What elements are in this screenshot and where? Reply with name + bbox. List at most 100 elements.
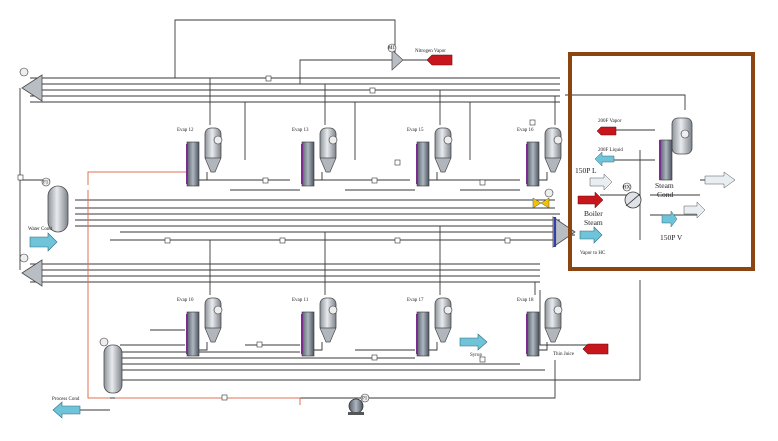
evaporator-separator — [204, 297, 222, 333]
evaporator-6[interactable]: Evap 11 — [292, 297, 338, 357]
evaporator-label: Evap 17 — [407, 298, 424, 303]
nitrogen-vapor-inlet[interactable]: Nitrogen Vapor — [415, 49, 453, 66]
evaporator-connector — [429, 172, 438, 181]
water-cond-outlet[interactable]: Water Cond — [28, 227, 58, 252]
lp-in-label: 150P L — [575, 166, 597, 175]
process-cond-label: Process Cond — [52, 397, 80, 402]
hx-id: HX — [623, 186, 631, 191]
evaporator-connector — [429, 342, 438, 351]
bottom-manifold-splitter[interactable] — [19, 253, 43, 287]
evaporator-calandria — [301, 141, 315, 187]
boiler-steam-label: Steam — [584, 218, 603, 227]
liquid-200f-label: 200F Liquid — [598, 148, 623, 153]
evaporator-label: Evap 16 — [517, 128, 534, 133]
condensate-pump[interactable]: P1 — [348, 393, 370, 415]
flash-drum[interactable]: F1 — [41, 177, 69, 233]
vapor-200f-label: 200F Vapor — [598, 119, 622, 124]
evaporator-separator — [434, 127, 452, 163]
evaporator-4[interactable]: Evap 16 — [517, 127, 563, 187]
evaporator-separator — [544, 127, 562, 163]
evaporator-separator — [204, 127, 222, 163]
evaporator-connector — [199, 172, 208, 181]
evaporator-calandria — [526, 311, 540, 357]
evaporator-cone — [204, 327, 222, 343]
vapor-header-mixer[interactable] — [552, 216, 576, 248]
syrup-outlet[interactable]: Syrup — [459, 333, 488, 358]
evaporator-calandria — [301, 311, 315, 357]
evaporator-connector — [314, 342, 323, 351]
lp-inlet[interactable]: 150P L — [575, 166, 613, 191]
evaporator-cone — [544, 157, 562, 173]
highlight-evaporator[interactable] — [659, 117, 693, 181]
evaporator-separator — [319, 127, 337, 163]
evaporator-8[interactable]: Evap 18 — [517, 297, 563, 357]
thin-juice-label: Thin Juice — [553, 352, 575, 357]
vapor-to-hc-label: Vapor to HC — [580, 251, 606, 256]
thin-juice-inlet[interactable]: Thin Juice — [553, 343, 609, 357]
stream-markers — [17, 75, 536, 401]
evaporator-id-bubble — [553, 305, 563, 315]
evaporator-calandria — [526, 141, 540, 187]
evaporator-connector — [539, 342, 548, 351]
evaporator-calandria — [186, 311, 200, 357]
mixer-top-id: M1 — [388, 46, 395, 51]
top-manifold-splitter[interactable] — [19, 67, 43, 102]
cond-label: Cond — [657, 190, 674, 199]
top-vapor-mixer[interactable]: M1 — [387, 43, 404, 71]
heat-exchanger[interactable]: HX — [622, 182, 642, 209]
evaporator-3[interactable]: Evap 15 — [407, 127, 453, 187]
steam-label: Steam — [655, 181, 674, 190]
evaporator-7[interactable]: Evap 17 — [407, 297, 453, 357]
evaporator-label: Evap 13 — [292, 128, 309, 133]
vapor-200f-inlet[interactable]: 200F Vapor — [596, 119, 622, 136]
steam-condensate-highlight: 200F Vapor 200F Liquid 150P L Boiler Ste… — [568, 52, 755, 271]
evaporator-connector — [199, 342, 208, 351]
evaporator-calandria — [416, 311, 430, 357]
evaporator-id-bubble — [328, 305, 338, 315]
evaporator-label: Evap 11 — [292, 298, 309, 303]
nitrogen-vapor-label: Nitrogen Vapor — [415, 49, 446, 54]
evaporator-cone — [204, 157, 222, 173]
evaporator-separator — [319, 297, 337, 333]
evaporator-calandria — [186, 141, 200, 187]
evaporator-connector — [314, 172, 323, 181]
evaporator-id-bubble — [328, 135, 338, 145]
hp-condensate-outlets[interactable] — [661, 171, 736, 228]
process-cond-outlet[interactable]: Process Cond — [52, 397, 81, 419]
evaporator-separator — [544, 297, 562, 333]
evaporator-units: Evap 12 Evap 13 Evap 15 Evap 16 Evap 10 Evap … — [177, 127, 563, 357]
evaporator-cone — [434, 157, 452, 173]
water-cond-label: Water Cond — [28, 227, 52, 232]
boiler-label: Boiler — [584, 209, 603, 218]
liquid-200f-outlet[interactable]: 200F Liquid — [594, 148, 623, 167]
hot-stream-lines — [87, 171, 301, 405]
evaporator-5[interactable]: Evap 10 — [177, 297, 223, 357]
evaporator-label: Evap 12 — [177, 128, 194, 133]
pump-id: P1 — [362, 397, 368, 402]
evaporator-id-bubble — [553, 135, 563, 145]
evaporator-label: Evap 10 — [177, 298, 194, 303]
evaporator-2[interactable]: Evap 13 — [292, 127, 338, 187]
evaporator-id-bubble — [443, 305, 453, 315]
flash-drum-id: F1 — [43, 181, 49, 186]
evaporator-connector — [539, 172, 548, 181]
evaporator-id-bubble — [213, 135, 223, 145]
evaporator-cone — [544, 327, 562, 343]
evaporator-calandria — [416, 141, 430, 187]
evaporator-cone — [319, 157, 337, 173]
evaporator-label: Evap 15 — [407, 128, 424, 133]
syrup-label: Syrup — [470, 353, 482, 358]
evaporator-id-bubble — [443, 135, 453, 145]
feed-column[interactable] — [99, 337, 123, 394]
evaporator-label: Evap 18 — [517, 298, 534, 303]
boiler-steam-inlet[interactable]: Boiler Steam — [577, 191, 604, 227]
vapor-to-hc-outlet[interactable]: Vapor to HC — [579, 226, 606, 256]
control-valve[interactable] — [532, 188, 554, 209]
evaporator-id-bubble — [213, 305, 223, 315]
evaporator-separator — [434, 297, 452, 333]
evaporator-cone — [319, 327, 337, 343]
lp-out-label: 150P V — [660, 233, 683, 242]
piping-network — [19, 19, 735, 411]
evaporator-1[interactable]: Evap 12 — [177, 127, 223, 187]
